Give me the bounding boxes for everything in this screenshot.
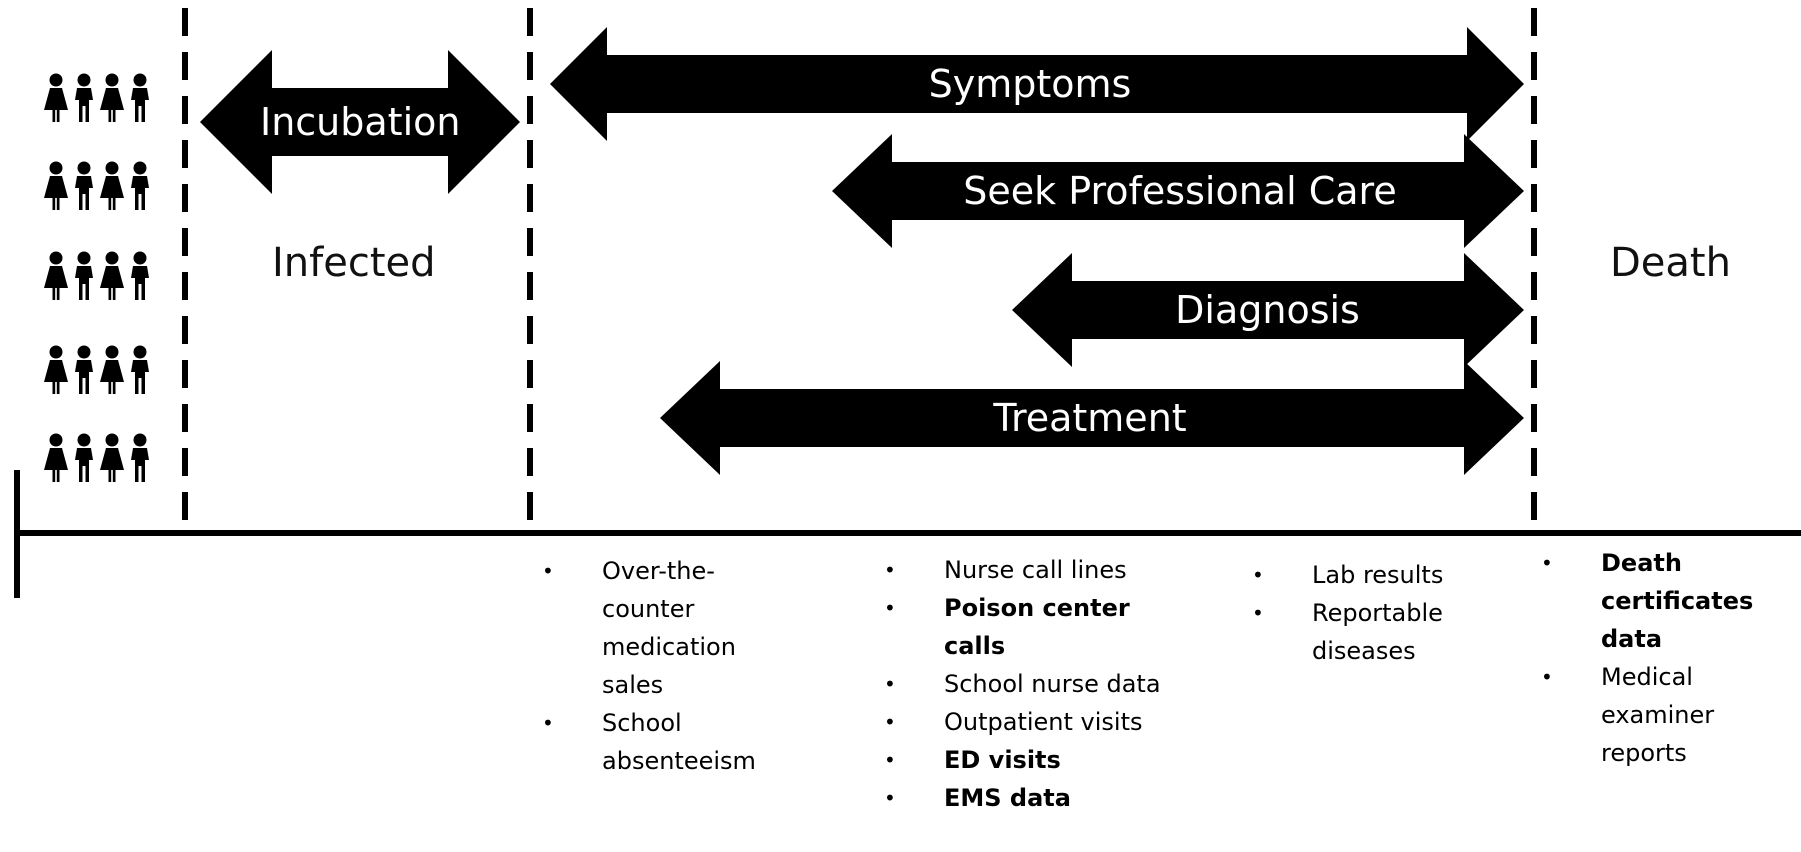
source-item: School absenteeism — [542, 704, 762, 780]
source-item: Death certificates data — [1541, 544, 1761, 658]
symptoms-data-sources: Over-the-counter medication sales School… — [542, 552, 762, 780]
infected-label: Infected — [272, 240, 436, 286]
incubation-arrow — [200, 50, 520, 194]
symptoms-label: Symptoms — [928, 62, 1132, 106]
source-item: Over-the-counter medication sales — [542, 552, 762, 704]
incubation-label: Incubation — [260, 100, 461, 144]
seek-care-label: Seek Professional Care — [963, 169, 1397, 213]
death-data-sources: Death certificates data Medical examiner… — [1541, 544, 1761, 772]
symptoms-arrow — [550, 27, 1524, 141]
source-item: EMS data — [884, 779, 1174, 817]
death-label: Death — [1610, 240, 1731, 286]
diagnosis-arrow — [1012, 253, 1524, 367]
diagnosis-data-sources: Lab results Reportable diseases — [1252, 556, 1482, 670]
source-item: School nurse data — [884, 665, 1174, 703]
source-item: Nurse call lines — [884, 551, 1174, 589]
source-item: ED visits — [884, 741, 1174, 779]
people-group-icon — [44, 73, 149, 482]
source-item: Medical examiner reports — [1541, 658, 1761, 772]
source-item: Lab results — [1252, 556, 1482, 594]
source-item: Reportable diseases — [1252, 594, 1482, 670]
treatment-label: Treatment — [993, 396, 1187, 440]
care-data-sources: Nurse call lines Poison center calls Sch… — [884, 551, 1174, 817]
source-item: Outpatient visits — [884, 703, 1174, 741]
seek-care-arrow — [832, 134, 1524, 248]
diagnosis-label: Diagnosis — [1175, 288, 1360, 332]
source-item: Poison center calls — [884, 589, 1174, 665]
treatment-arrow — [660, 361, 1524, 475]
